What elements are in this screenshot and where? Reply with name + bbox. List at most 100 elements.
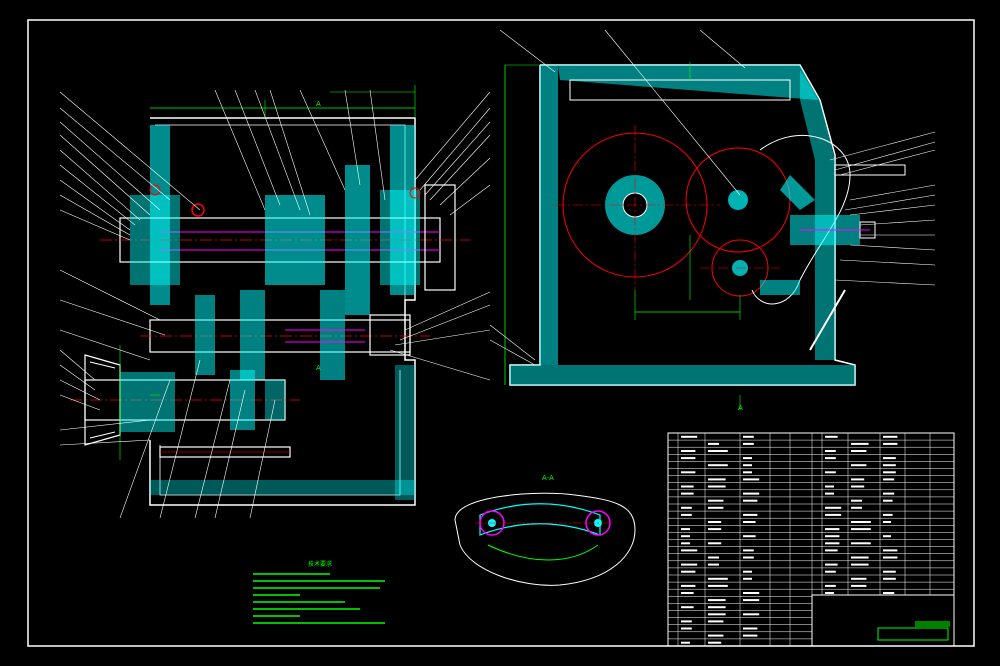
table-cell-text	[708, 528, 722, 531]
table-cell-text	[708, 577, 728, 580]
bottom-leader-lines	[119, 359, 276, 519]
table-cell-text	[681, 528, 690, 531]
table-cell-text	[681, 450, 696, 452]
table-cell-text	[743, 464, 752, 467]
table-cell-text	[681, 542, 690, 545]
table-cell-text	[883, 499, 893, 502]
coupling-flange	[424, 184, 456, 291]
table-cell-text	[743, 570, 752, 573]
table-cell-text	[883, 570, 896, 573]
table-cell-text	[851, 556, 869, 559]
table-cell-text	[743, 613, 760, 616]
table-cell-text	[681, 641, 690, 644]
table-cell-text	[708, 556, 719, 559]
table-cell-text	[851, 485, 865, 488]
table-cell-text	[883, 471, 896, 474]
table-cell-text	[743, 442, 754, 445]
table-cell-text	[743, 499, 758, 502]
table-cell-text	[681, 592, 694, 594]
table-cell-text	[743, 599, 760, 602]
table-cell-text	[883, 478, 895, 481]
table-cell-text	[825, 492, 834, 495]
notes-text-lines	[253, 573, 385, 624]
table-cell-text	[708, 542, 722, 545]
table-cell-text	[825, 450, 836, 452]
table-cell-text	[883, 457, 896, 460]
table-cell-text	[883, 535, 891, 538]
table-cell-text	[708, 599, 726, 602]
title-block	[811, 594, 955, 647]
table-cell-text	[851, 450, 867, 452]
table-cell-text	[883, 435, 898, 438]
table-cell-text	[883, 592, 895, 594]
gearbox-section-view: A A	[59, 85, 491, 519]
title-block-name	[915, 621, 950, 627]
table-cell-text	[851, 584, 867, 587]
table-cell-text	[681, 620, 692, 623]
table-cell-text	[743, 471, 752, 474]
table-cell-text	[743, 577, 752, 580]
table-cell-text	[883, 549, 898, 552]
table-cell-text	[708, 606, 726, 609]
bearing-left	[130, 195, 180, 285]
table-cell-text	[708, 613, 726, 616]
table-cell-text	[743, 535, 756, 538]
table-cell-text	[825, 528, 840, 531]
table-cell-text	[681, 606, 694, 609]
sheet-border	[27, 19, 975, 647]
table-cell-text	[825, 457, 836, 460]
table-cell-text	[743, 627, 758, 630]
table-cell-text	[851, 499, 862, 502]
table-cell-text	[681, 435, 698, 438]
side-elevation-view: A	[489, 29, 936, 412]
table-cell-text	[825, 513, 842, 516]
right-leader-lines	[389, 91, 491, 381]
table-cell-text	[708, 478, 726, 481]
table-cell-text	[743, 435, 754, 438]
table-cell-text	[743, 634, 758, 637]
table-cell-text	[708, 620, 724, 623]
side-leader-lines	[489, 29, 936, 366]
table-cell-text	[708, 563, 719, 566]
table-cell-text	[708, 641, 722, 644]
table-cell-text	[851, 563, 869, 566]
table-cell-text	[743, 457, 752, 460]
table-cell-text	[708, 634, 724, 637]
table-cell-text	[681, 570, 696, 573]
detail-view: A-A	[454, 474, 636, 586]
table-cell-text	[851, 506, 862, 509]
table-cell-text	[681, 627, 692, 630]
table-cell-text	[708, 506, 724, 509]
table-cell-text	[851, 542, 871, 545]
table-cell-text	[851, 521, 871, 523]
table-cell-text	[825, 563, 838, 566]
table-cell-text	[851, 442, 869, 445]
table-cell-text	[708, 442, 719, 445]
section-label-bottom: A	[316, 364, 321, 372]
table-cell-text	[825, 485, 834, 488]
shift-lever	[809, 289, 846, 351]
table-cell-text	[883, 577, 896, 580]
table-cell-text	[708, 521, 722, 523]
parts-list-table	[667, 432, 955, 647]
gear-block-1	[265, 195, 325, 285]
technical-notes: 技术要求	[253, 560, 385, 624]
left-wall-hatch	[150, 125, 170, 305]
table-cell-text	[883, 442, 898, 445]
table-cell-text	[681, 549, 698, 552]
detail-label: A-A	[542, 474, 554, 482]
table-cell-text	[743, 556, 754, 559]
table-cell-text	[708, 485, 726, 488]
table-cell-text	[825, 535, 840, 538]
table-cell-text	[708, 450, 728, 452]
side-housing-outline	[509, 64, 856, 386]
table-cell-text	[681, 492, 694, 495]
table-cell-text	[825, 549, 838, 552]
table-cell-text	[883, 556, 898, 559]
table-cell-text	[851, 478, 865, 481]
table-cell-text	[851, 528, 871, 531]
detail-right-pin	[585, 510, 611, 536]
table-cell-text	[825, 542, 840, 545]
table-cell-text	[743, 521, 756, 523]
